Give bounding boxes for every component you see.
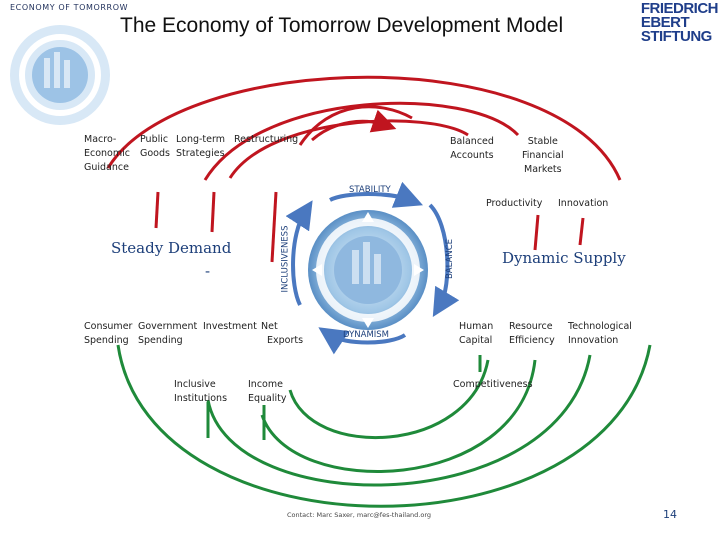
macro-line-1: Macro- (84, 134, 117, 145)
green-arc-middle (206, 354, 592, 487)
label-productivity: Productivity (486, 198, 543, 209)
longterm-line-2: Strategies (176, 148, 225, 159)
label-human-capital: Human Capital (459, 320, 493, 348)
label-public-goods: Public Goods (140, 133, 170, 161)
label-resource-efficiency: Resource Efficiency (509, 320, 555, 348)
balanced-line-2: Accounts (450, 150, 494, 161)
technological-line-1: Technological (568, 321, 632, 332)
label-dynamism: DYNAMISM (343, 330, 390, 340)
stable-line-1: Stable (527, 136, 558, 147)
page-title: The Economy of Tomorrow Development Mode… (120, 14, 564, 37)
income-line-1: Income (248, 379, 283, 390)
label-technological-innovation: Technological Innovation (568, 320, 632, 348)
fes-logo: FRIEDRICH EBERT STIFTUNG (640, 0, 719, 45)
green-arc-small (288, 359, 490, 439)
label-stability: STABILITY (349, 185, 391, 195)
net-line-2: Exports (267, 335, 304, 346)
macro-line-3: Guidance (84, 162, 129, 173)
income-line-2: Equality (248, 393, 287, 404)
label-competitiveness: Competitiveness (453, 379, 533, 390)
red-arc-middle (203, 101, 520, 181)
label-balance: BALANCE (445, 238, 456, 280)
red-arc-outer (106, 75, 622, 181)
stable-line-2: Financial (522, 150, 564, 161)
label-macro-economic-guidance: Macro- Economic Guidance (84, 133, 130, 175)
label-government-spending: Government Spending (138, 320, 197, 348)
blue-cycle-arrows (285, 181, 460, 355)
inclusive-line-2: Institutions (174, 393, 228, 404)
steady-demand-dash: - (205, 262, 211, 280)
consumer-line-2: Spending (84, 335, 129, 346)
series-label: ECONOMY OF TOMORROW (10, 3, 129, 12)
logo-line-2: EBERT (640, 14, 690, 31)
longterm-line-1: Long-term (176, 134, 225, 145)
red-arcs (106, 75, 622, 181)
public-line-1: Public (140, 134, 169, 145)
inclusive-line-1: Inclusive (174, 379, 216, 390)
stable-line-3: Markets (524, 164, 562, 175)
label-inclusive-institutions: Inclusive Institutions (174, 378, 227, 406)
macro-line-2: Economic (84, 148, 130, 159)
net-line-1: Net (261, 321, 278, 332)
green-arcs (116, 344, 652, 508)
label-long-term-strategies: Long-term Strategies (176, 133, 225, 161)
page-number: 14 (663, 508, 677, 521)
green-arc-outer (116, 344, 652, 508)
government-line-2: Spending (138, 335, 183, 346)
label-steady-demand: Steady Demand (111, 239, 232, 257)
central-cycle (308, 210, 428, 330)
green-ticks (206, 355, 482, 440)
government-line-1: Government (138, 321, 198, 332)
label-balanced-accounts: Balanced Accounts (450, 135, 494, 163)
human-line-1: Human (459, 321, 494, 332)
consumer-line-1: Consumer (84, 321, 133, 332)
red-ticks (154, 191, 585, 263)
resource-line-1: Resource (509, 321, 553, 332)
logo-line-3: STIFTUNG (640, 28, 713, 45)
green-arc-inner (260, 359, 537, 473)
red-arc-small (298, 105, 413, 146)
public-line-2: Goods (140, 148, 170, 159)
label-stable-financial-markets: Stable Financial Markets (522, 135, 564, 177)
label-restructuring: Restructuring (234, 134, 299, 145)
resource-line-2: Efficiency (509, 335, 555, 346)
logo-line-1: FRIEDRICH (640, 0, 719, 17)
label-innovation: Innovation (558, 198, 609, 209)
label-consumer-spending: Consumer Spending (84, 320, 132, 348)
label-net-exports: Net Exports (261, 320, 303, 348)
red-arc-center (311, 109, 397, 142)
technological-line-2: Innovation (568, 335, 619, 346)
header-logo-icon (10, 25, 110, 125)
label-income-equality: Income Equality (248, 378, 287, 406)
label-investment: Investment (203, 321, 257, 332)
balanced-line-1: Balanced (450, 136, 494, 147)
label-dynamic-supply: Dynamic Supply (502, 249, 626, 267)
label-inclusiveness: INCLUSIVENESS (280, 225, 291, 293)
human-line-2: Capital (459, 335, 493, 346)
footer-contact: Contact: Marc Saxer, marc@fes-thailand.o… (287, 511, 432, 519)
